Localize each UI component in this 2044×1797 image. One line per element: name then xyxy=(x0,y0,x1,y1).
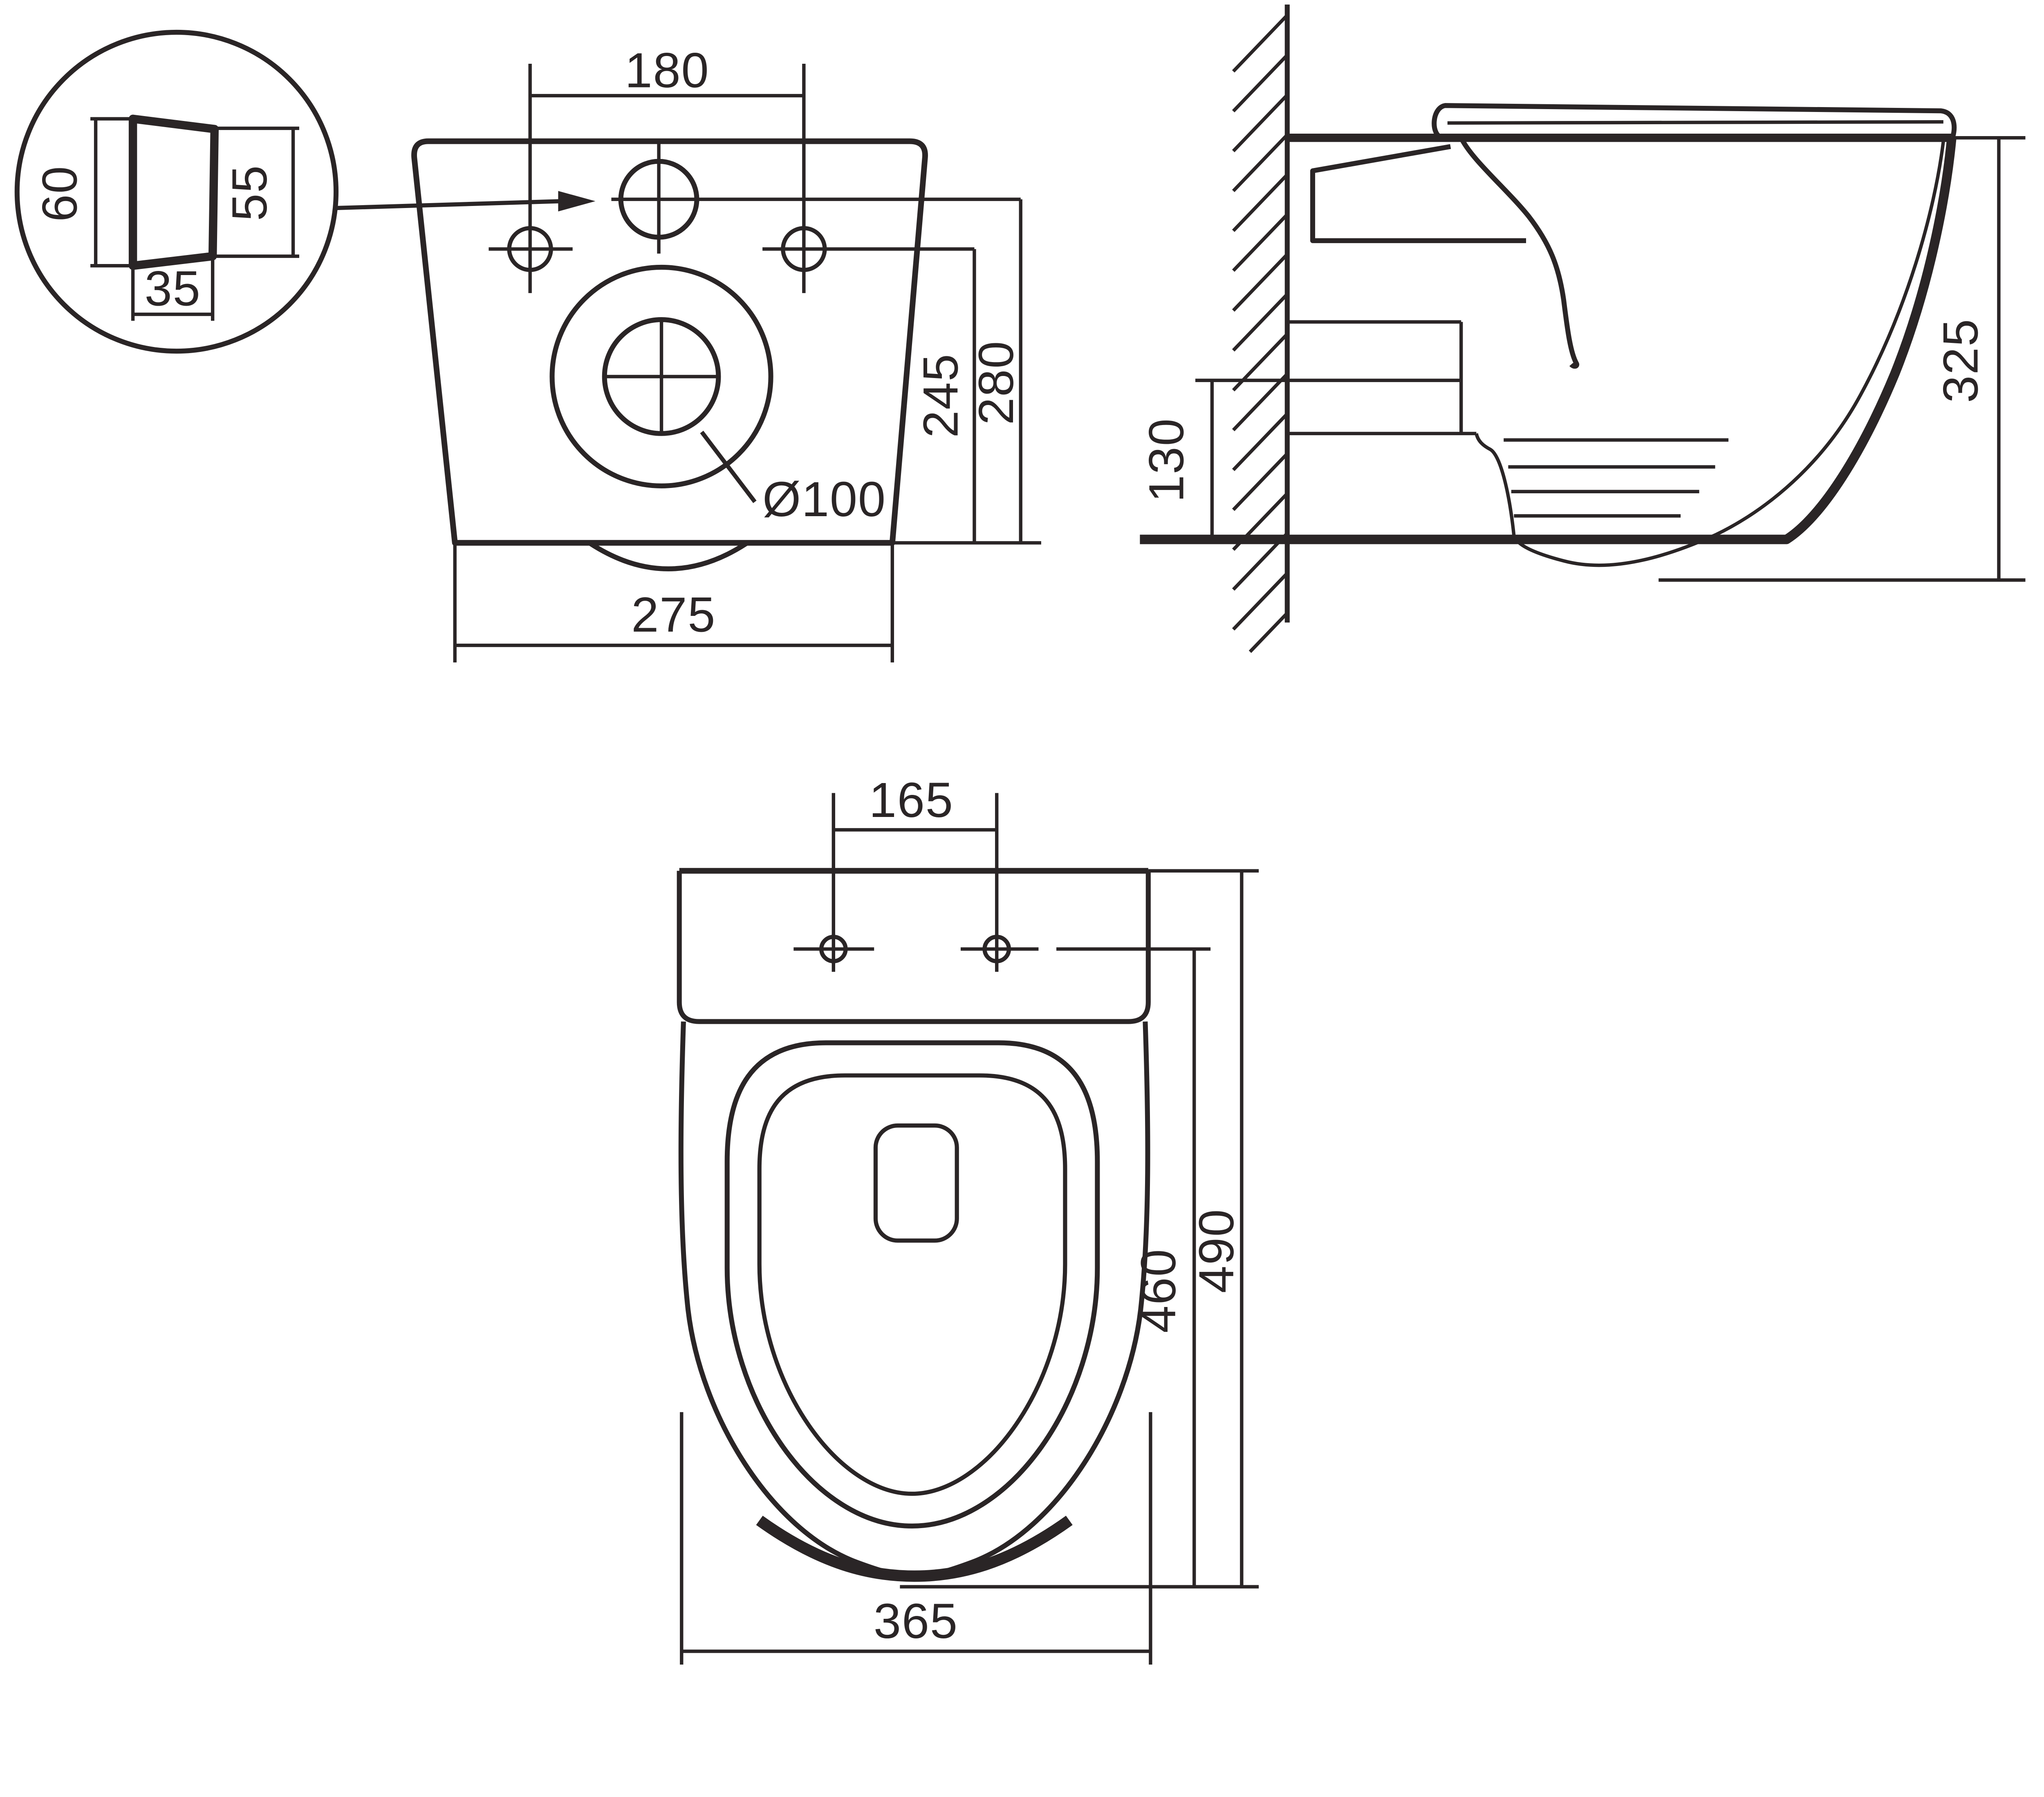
dim-label-depth-490: 490 xyxy=(1189,1208,1244,1293)
water-level-lines xyxy=(1504,438,1729,518)
seat-outer-ring xyxy=(724,1040,1100,1529)
dim-label-seat-hole-spacing-165: 165 xyxy=(869,772,954,828)
dim-label-pipe-height-130: 130 xyxy=(1139,418,1194,502)
dim-label-bracket-width: 35 xyxy=(145,261,201,316)
dim-label-depth-460: 460 xyxy=(1131,1249,1186,1333)
shelf-outline xyxy=(677,871,1151,1024)
side-view: 325 130 xyxy=(1139,4,2026,653)
flush-outlet-hole xyxy=(873,1123,959,1243)
wall-hatching xyxy=(1232,14,1289,653)
detail-view: 60 55 35 xyxy=(14,29,596,354)
wall-hung-toilet-technical-drawing: 60 55 35 180 245 280 Ø100 xyxy=(14,4,2026,1665)
dim-label-outlet-height-245: 245 xyxy=(913,353,968,438)
inlet-crosshair xyxy=(611,142,1021,254)
mounting-frame-lines xyxy=(1195,320,1516,539)
dim-lines-35 xyxy=(131,256,215,321)
bowl-inner-rim xyxy=(757,1073,1067,1496)
dim-label-bracket-height-right: 55 xyxy=(222,165,277,221)
dim-lines-275 xyxy=(453,543,894,662)
dim-lines-60 xyxy=(90,117,133,268)
rear-bowl-bottom-arc xyxy=(589,542,748,571)
fixing-holes-crosshairs xyxy=(489,64,975,293)
callout-leader-line xyxy=(336,199,561,210)
dim-label-inlet-height-280: 280 xyxy=(968,340,1024,425)
outlet-crosshair xyxy=(604,320,719,434)
dim-label-hole-spacing-180: 180 xyxy=(625,43,709,98)
dim-label-total-height-325: 325 xyxy=(1933,318,1988,403)
dim-lines-365 xyxy=(680,1412,1152,1665)
dim-lines-55 xyxy=(213,126,299,258)
technical-drawing-page: 60 55 35 180 245 280 Ø100 xyxy=(14,4,2026,1665)
dim-lines-325 xyxy=(1659,136,2026,582)
fixing-bracket-profile xyxy=(128,114,219,270)
dim-label-bowl-width-365: 365 xyxy=(874,1593,958,1649)
bowl-back-curve xyxy=(1459,137,1579,369)
inlet-spud-profile xyxy=(1310,144,1526,243)
seat-holes-crosshairs xyxy=(793,793,1211,972)
top-view: 165 460 490 365 xyxy=(677,772,1259,1665)
dim-label-bracket-height-left: 60 xyxy=(32,166,87,222)
body-outer-profile xyxy=(1140,137,1957,544)
body-front-thick-arc xyxy=(756,1515,1073,1582)
rear-view: 180 245 280 Ø100 275 xyxy=(411,43,1041,662)
outlet-diameter-leader xyxy=(700,430,757,504)
callout-arrow-icon xyxy=(558,191,596,212)
dim-lines-245-280 xyxy=(892,199,1041,545)
detail-callout-circle xyxy=(14,29,339,354)
dim-lines-460-490 xyxy=(900,869,1259,1589)
dim-label-outlet-diameter: Ø100 xyxy=(762,472,886,527)
seat-lid-outline xyxy=(1432,103,1957,140)
bowl-front-inner-curve xyxy=(1515,141,1945,567)
seat-lid-inner-edge xyxy=(1447,120,1943,125)
dim-label-body-width-275: 275 xyxy=(631,587,716,642)
outlet-outer-circle xyxy=(549,264,773,488)
